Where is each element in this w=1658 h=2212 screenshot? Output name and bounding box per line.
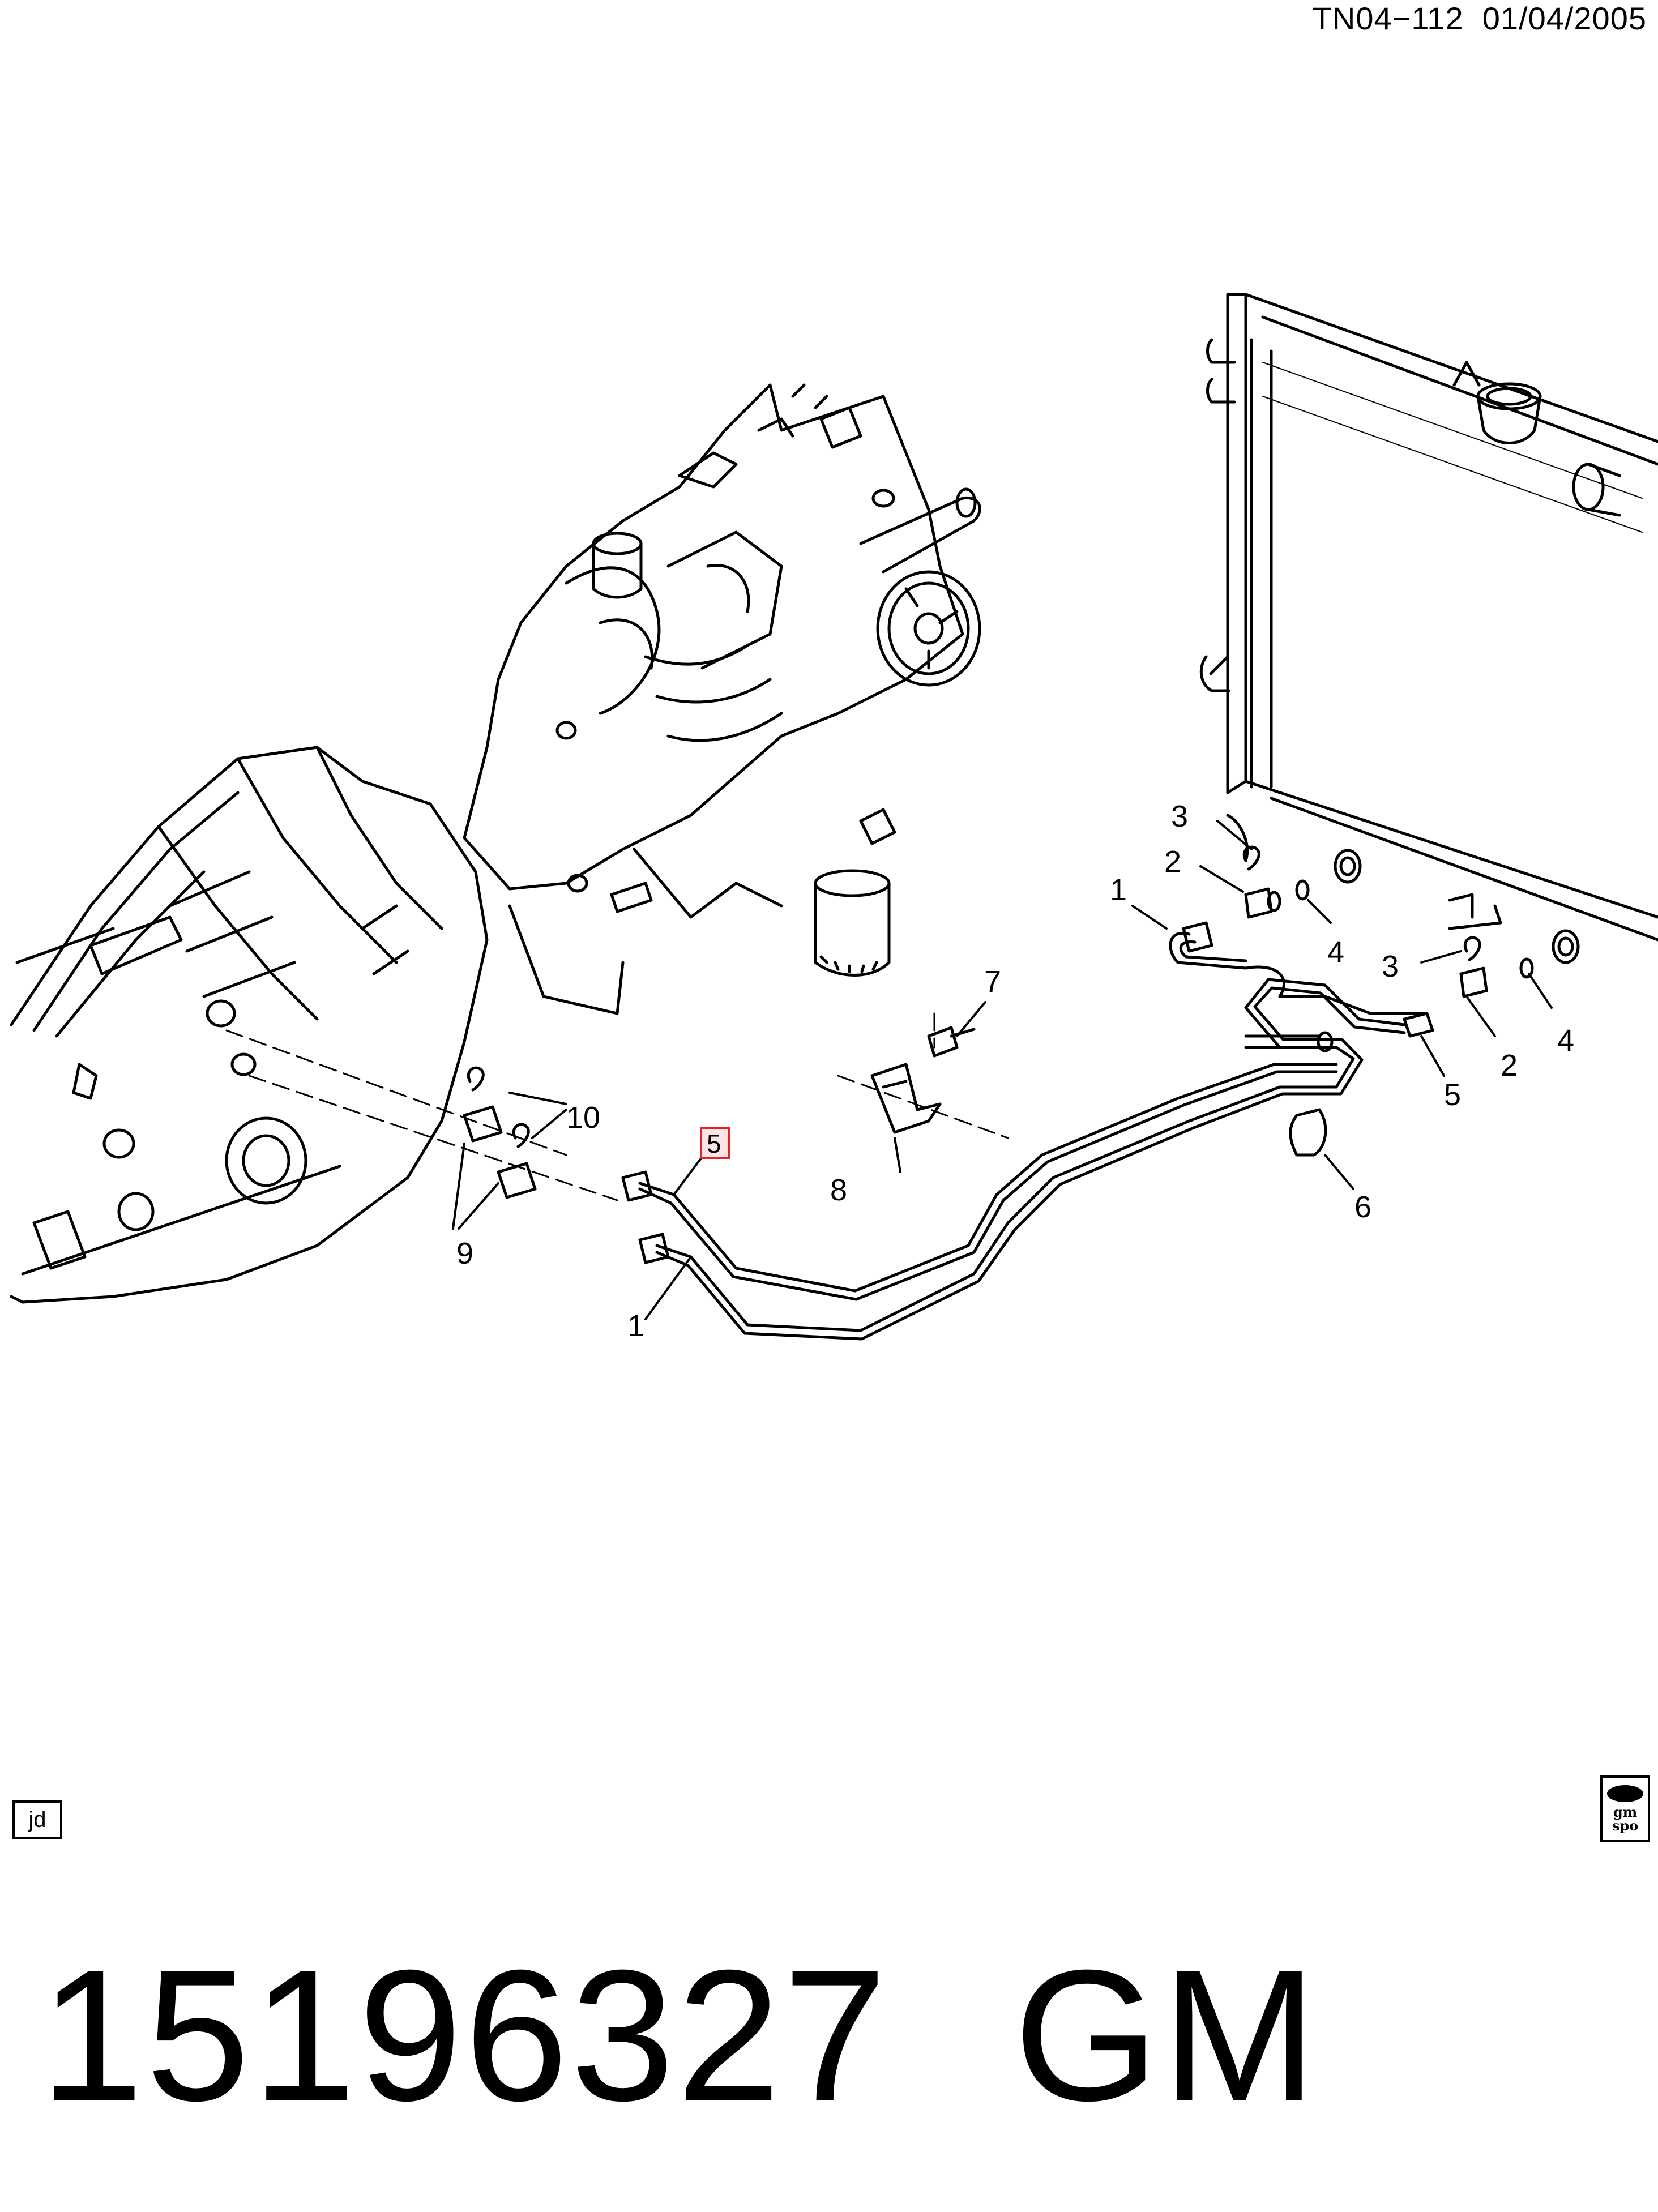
drawing-date: 01/04/2005 [1482,1,1647,36]
callout-8: 8 [830,1173,847,1207]
callout-2-upper: 2 [1164,845,1181,879]
drawing-id: TN04−112 [1312,1,1464,36]
jd-tag: jd [12,1800,62,1839]
callout-5-lower: 5 [1444,1078,1461,1112]
callout-5-highlighted: 5 [707,1129,721,1158]
drawing-header: TN04−112 01/04/2005 [1313,0,1647,37]
item-5-highlight-box [700,1127,730,1159]
callout-3-lower: 3 [1382,949,1399,983]
callout-numbers: 1 1 2 2 3 3 4 4 5 5 6 7 8 9 10 [456,799,1574,1343]
brand-label: GM [1014,1931,1319,2140]
callout-9: 9 [456,1237,473,1270]
gm-spo-spo-text: spo [1612,1817,1639,1834]
engine [463,383,981,1015]
callout-4-upper: 4 [1327,935,1344,969]
gm-spo-oval-icon [1607,1785,1643,1802]
transmission [10,746,489,1304]
callout-1-lower: 1 [627,1309,644,1343]
callout-2-lower: 2 [1501,1049,1518,1083]
leader-lines [452,820,1553,1320]
gm-spo-logo: gm spo [1600,1775,1650,1842]
cooler-lines [638,931,1429,1341]
centerlines [225,1012,1009,1201]
radiator [1199,293,1658,964]
callout-4-lower: 4 [1557,1024,1574,1058]
callout-3-upper: 3 [1171,799,1188,833]
part-number: 15196327 [40,1931,890,2140]
gm-spo-gm-text: gm [1613,1804,1638,1820]
callout-1-upper: 1 [1110,873,1127,907]
callout-7: 7 [984,965,1001,999]
callout-10: 10 [566,1101,600,1135]
fittings [463,845,1534,1264]
callout-6: 6 [1354,1190,1371,1224]
